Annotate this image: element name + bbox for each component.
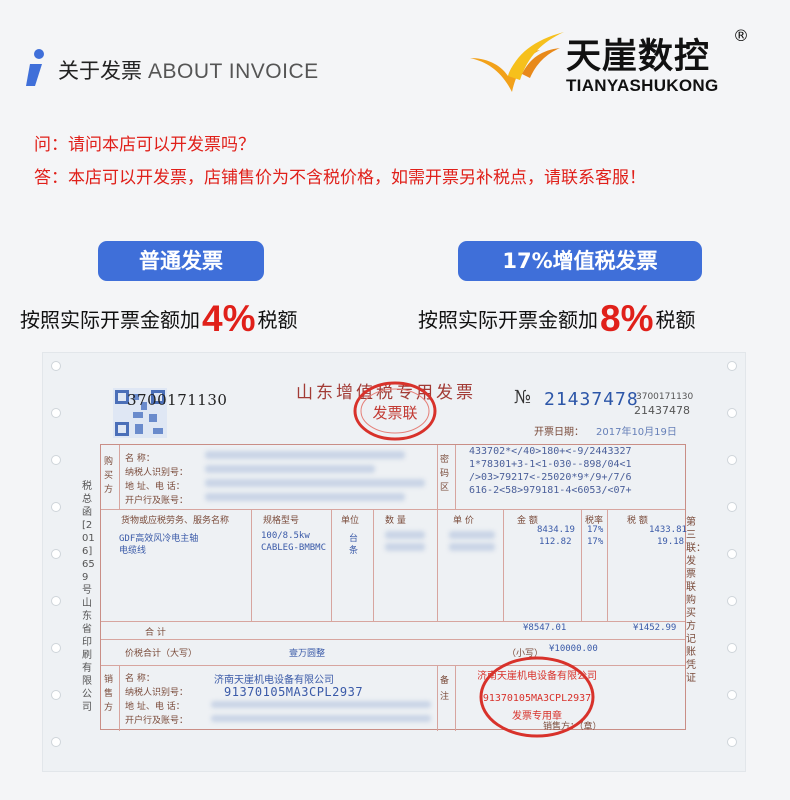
buyer-label: 购买方 (104, 457, 114, 495)
rate-percent: 8% (600, 298, 654, 339)
rate-text-vat: 按照实际开票金额加8%税额 (418, 298, 696, 339)
registered-mark: ® (733, 26, 749, 45)
svg-text:发票联: 发票联 (372, 404, 417, 422)
seller-field-address: 地 址、电 话： (125, 702, 185, 712)
tractor-holes-left (51, 361, 61, 761)
invoice-date-label: 开票日期： (534, 427, 584, 438)
seller-field-name: 名 称： (125, 674, 155, 684)
buyer-field-taxid: 纳税人识别号： (125, 468, 189, 478)
seller-field-taxid: 纳税人识别号： (125, 688, 189, 698)
total-amount: ¥8547.01 (523, 623, 567, 633)
buyer-field-bank: 开户行及账号： (125, 496, 189, 506)
item-tax: 1433.81 (649, 525, 687, 535)
grand-total-small-label: （小写） (507, 649, 544, 659)
seller-field-bank: 开户行及账号： (125, 716, 189, 726)
notes-label: 备注 (440, 676, 450, 702)
item-unit: 台 (349, 534, 359, 544)
brand-name-en: TIANYASHUKONG (566, 76, 719, 95)
buyer-field-address: 地 址、电 话： (125, 482, 185, 492)
seller-name: 济南天崖机电设备有限公司 (214, 675, 334, 686)
item-unit: 条 (349, 546, 359, 556)
invoice-number-mark: № (514, 387, 532, 408)
buyer-field-name: 名 称： (125, 454, 155, 464)
invoice-copy-text: 第三联：发票联 购买方记账凭证 (686, 517, 706, 684)
item-spec: 100/8.5kw (261, 531, 310, 541)
seller-label: 销售方 (104, 675, 114, 713)
invoice-type-badge-ordinary: 普通发票 (98, 241, 264, 281)
invoice-seal-icon: 济南天崖机电设备有限公司 91370105MA3CPL2937 发票专用章 (478, 656, 596, 738)
seal-company: 济南天崖机电设备有限公司 (478, 669, 596, 682)
item-rate: 17% (587, 537, 604, 547)
item-spec: CABLEG-BMBMC (261, 543, 327, 553)
grand-total-value: ¥10000.00 (549, 644, 598, 654)
invoice-code: 3700171130 (127, 391, 228, 409)
invoice-type-badge-vat: 17%增值税发票 (458, 241, 702, 281)
password-area-label: 密码区 (440, 455, 450, 493)
info-icon (26, 49, 44, 86)
col-header-amount: 金 额 (517, 516, 538, 526)
invoice-number: 21437478 (544, 389, 639, 410)
brand-logo-wing-icon (470, 32, 564, 92)
tax-bureau-seal-icon: 发票联 (353, 381, 437, 441)
item-rate: 17% (587, 525, 604, 535)
col-header-qty: 数 量 (385, 516, 406, 526)
item-name: 电缆线 (119, 546, 147, 556)
seal-kind: 发票专用章 (512, 709, 562, 722)
invoice-code-small: 3700171130 (636, 392, 694, 402)
qr-code-icon (113, 388, 167, 438)
col-header-unit: 单位 (341, 516, 360, 526)
tractor-holes-right (727, 361, 737, 761)
rate-percent: 4% (202, 298, 256, 339)
grand-total-label: 价税合计（大写） (125, 649, 198, 659)
brand-name-cn: 天崖数控 (566, 37, 711, 77)
col-header-spec: 规格型号 (263, 516, 300, 526)
total-label: 合 计 (145, 628, 166, 638)
faq-answer: 答：本店可以开发票，店铺售价为不含税价格，如需开票另补税点，请联系客服！ (34, 168, 646, 188)
item-amount: 112.82 (539, 537, 572, 547)
grand-total-words: 壹万圆整 (289, 649, 326, 659)
item-tax: 19.18 (657, 537, 685, 547)
seller-tax-id: 91370105MA3CPL2937 (224, 685, 364, 699)
item-name: GDF高效风冷电主轴 (119, 534, 199, 544)
col-header-tax: 税 额 (627, 516, 648, 526)
faq-question: 问：请问本店可以开发票吗？ (34, 135, 255, 155)
item-amount: 8434.19 (537, 525, 575, 535)
seal-tax-id: 91370105MA3CPL2937 (483, 693, 591, 704)
invoice-side-text: 税总函[2016]659号山东省印刷有限公司 (82, 481, 95, 713)
cipher-text: 433702*</40>180+<-9/2443327 1*78301+3-1<… (469, 446, 632, 496)
col-header-item: 货物或应税劳务、服务名称 (121, 516, 230, 526)
invoice-table: 购买方 名 称： 纳税人识别号： 地 址、电 话： 开户行及账号： 密码区 43… (100, 444, 687, 732)
col-header-price: 单 价 (453, 516, 474, 526)
invoice-number-small: 21437478 (634, 404, 690, 417)
rate-text-ordinary: 按照实际开票金额加4%税额 (20, 298, 298, 339)
invoice-date: 2017年10月19日 (596, 427, 677, 438)
total-tax: ¥1452.99 (633, 623, 677, 633)
col-header-rate: 税率 (585, 516, 604, 526)
